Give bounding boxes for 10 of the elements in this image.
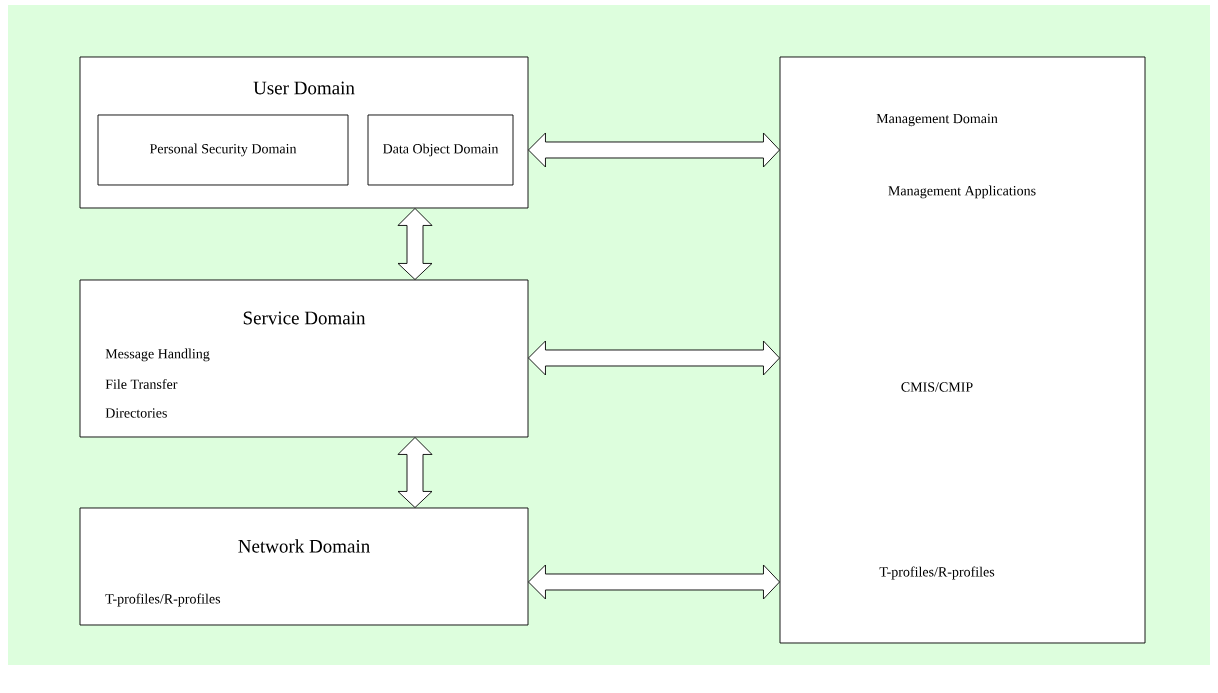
- block-arrow: [397, 437, 433, 508]
- domain-box: Network Domain T-profiles/R-profiles: [79, 507, 529, 626]
- block-arrow: [528, 132, 780, 168]
- block-arrow: [397, 208, 433, 280]
- block-arrow: [528, 564, 780, 600]
- domain-box: Management Domain Management Applications CMIS/CMIP T-profiles/R-profiles: [779, 56, 1146, 644]
- domain-box: Service Domain Message Handling File Transfer Directories: [79, 279, 529, 438]
- domain-box: Personal Security Domain: [97, 114, 349, 186]
- block-arrow: [528, 340, 780, 376]
- domain-box: Data Object Domain: [367, 114, 514, 186]
